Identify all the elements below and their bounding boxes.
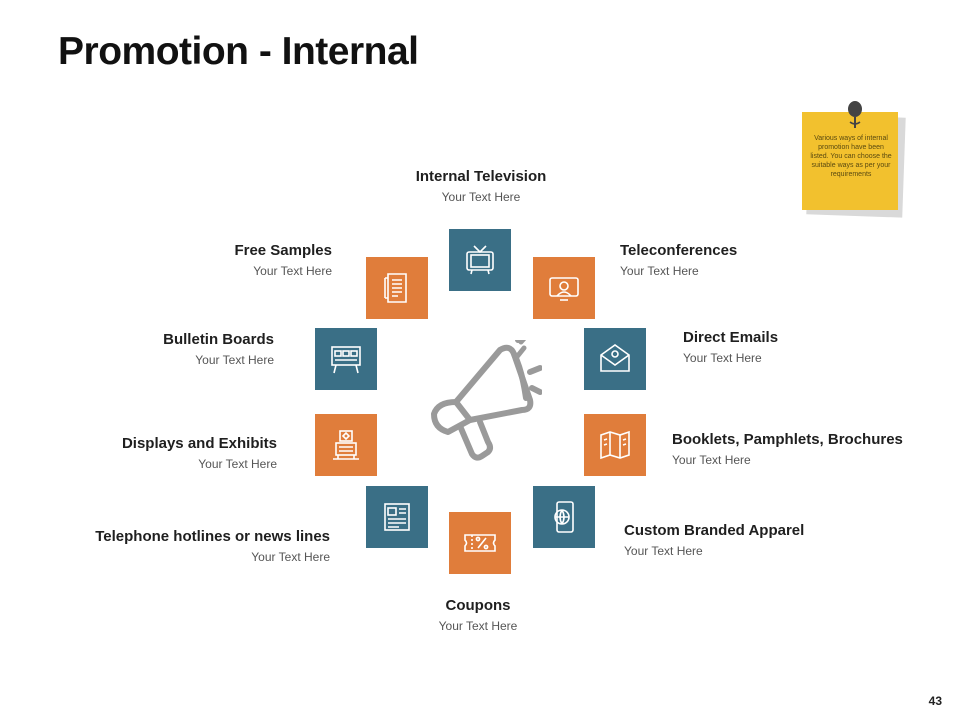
label-displays-exhibits: Displays and Exhibits Your Text Here xyxy=(121,435,277,471)
tile-direct-emails xyxy=(584,328,646,390)
tile-telephone-hotlines xyxy=(366,486,428,548)
exhibit-icon xyxy=(333,430,359,460)
megaphone-icon xyxy=(431,340,542,461)
tile-internal-television xyxy=(449,229,511,291)
newspaper-icon xyxy=(384,503,410,531)
email-icon xyxy=(600,344,630,372)
tile-booklets xyxy=(584,414,646,476)
page-title: Promotion - Internal xyxy=(58,30,419,73)
page-number: 43 xyxy=(928,694,942,708)
tile-bulletin-boards xyxy=(315,328,377,390)
tile-free-samples xyxy=(366,257,428,319)
label-telephone-hotlines: Telephone hotlines or news lines Your Te… xyxy=(95,528,330,564)
teleconference-icon xyxy=(549,277,579,301)
mobile-globe-icon xyxy=(554,501,574,533)
bulletin-board-icon xyxy=(331,346,361,374)
label-bulletin-boards: Bulletin Boards Your Text Here xyxy=(163,331,274,367)
label-internal-television: Internal Television Your Text Here xyxy=(415,168,547,204)
document-icon xyxy=(384,273,407,303)
note-text: Various ways of internal promotion have … xyxy=(810,135,892,178)
brochure-icon xyxy=(600,430,630,460)
television-icon xyxy=(466,245,494,275)
label-custom-branded-apparel: Custom Branded Apparel Your Text Here xyxy=(624,522,805,558)
tile-displays-exhibits xyxy=(315,414,377,476)
sticky-note: Various ways of internal promotion have … xyxy=(802,112,906,218)
tile-coupons xyxy=(449,512,511,574)
label-coupons: Coupons Your Text Here xyxy=(438,597,518,633)
label-free-samples: Free Samples Your Text Here xyxy=(234,242,332,278)
coupon-icon xyxy=(464,534,496,552)
tile-teleconferences xyxy=(533,257,595,319)
label-booklets: Booklets, Pamphlets, Brochures Your Text… xyxy=(672,431,903,467)
label-direct-emails: Direct Emails Your Text Here xyxy=(683,329,779,365)
tile-custom-branded-apparel xyxy=(533,486,595,548)
pin-icon xyxy=(848,101,862,128)
label-teleconferences: Teleconferences Your Text Here xyxy=(620,242,738,278)
